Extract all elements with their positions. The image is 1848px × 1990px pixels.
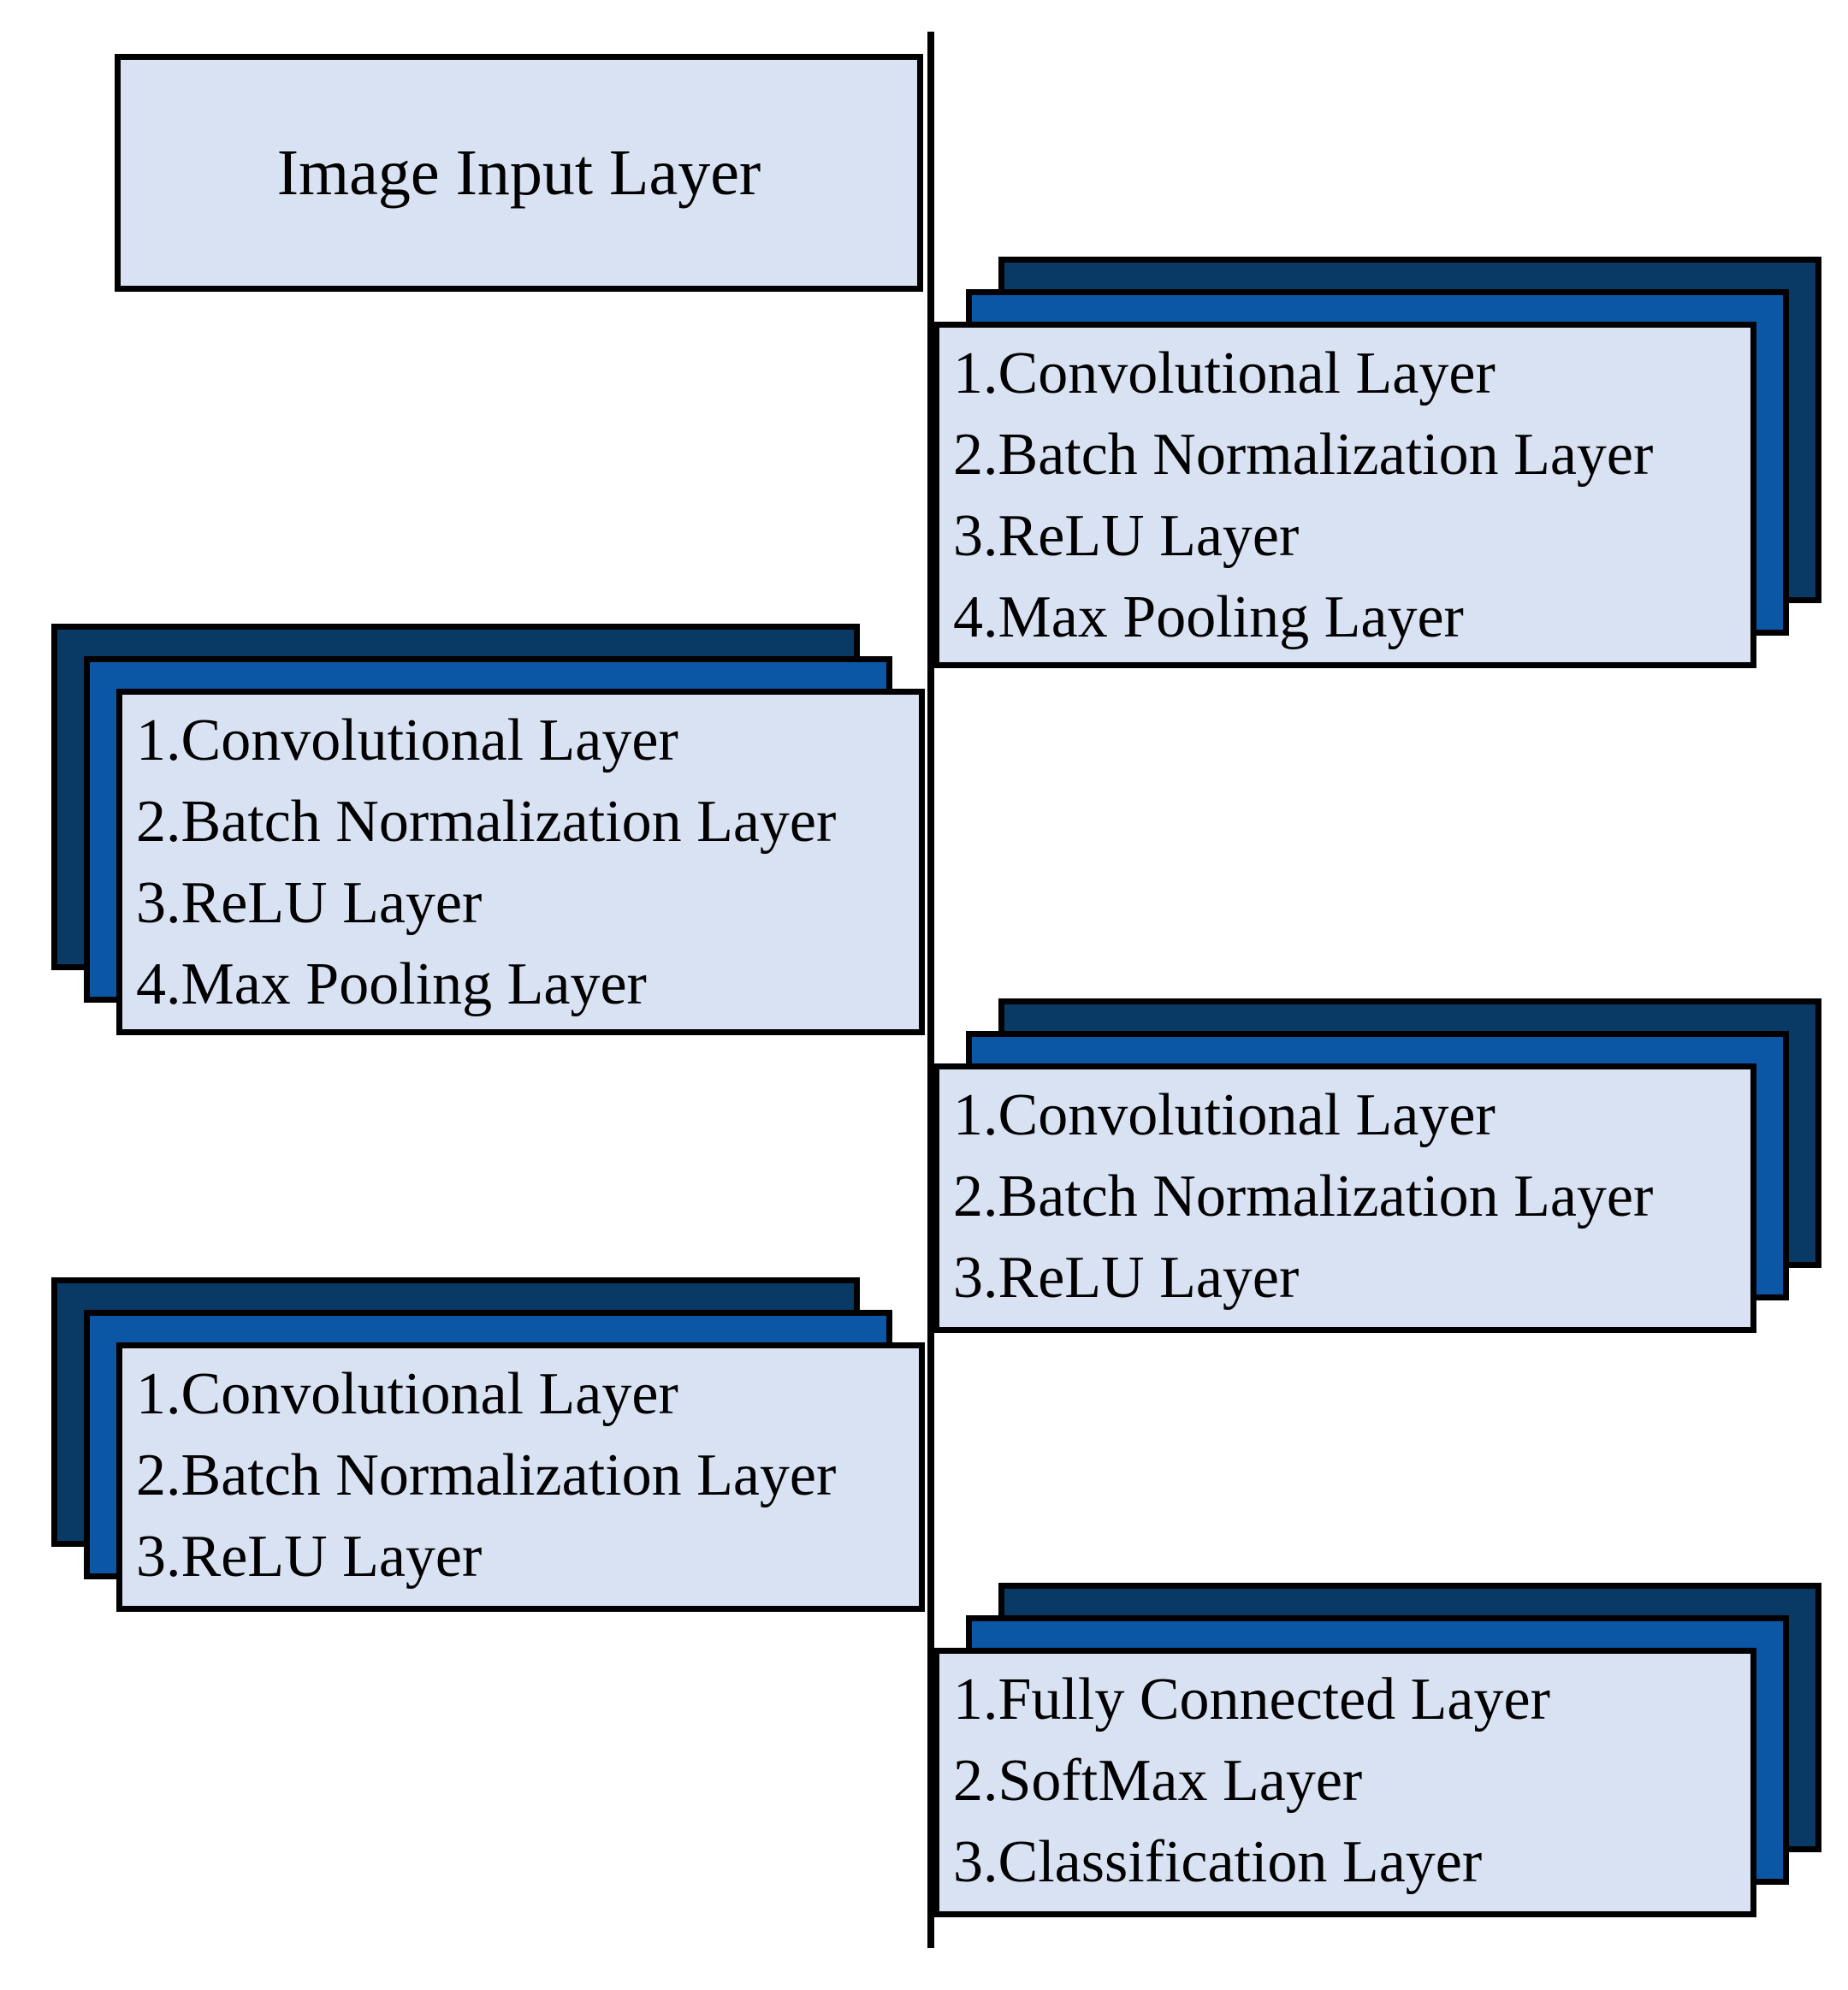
conv-block-2-front-card: 1.Convolutional Layer 2.Batch Normalizat… xyxy=(116,689,925,1035)
output-block-lines: 1.Fully Connected Layer 2.SoftMax Layer … xyxy=(939,1654,1750,1903)
layer-line: 2.Batch Normalization Layer xyxy=(953,422,1654,488)
conv-block-3-lines: 1.Convolutional Layer 2.Batch Normalizat… xyxy=(939,1069,1750,1318)
layer-line: 3.ReLU Layer xyxy=(953,1245,1300,1311)
conv-block-2-lines: 1.Convolutional Layer 2.Batch Normalizat… xyxy=(122,695,919,1025)
layer-line: 2.Batch Normalization Layer xyxy=(136,789,837,855)
center-divider-line xyxy=(927,32,934,1948)
layer-line: 1.Convolutional Layer xyxy=(953,341,1496,406)
image-input-layer-label: Image Input Layer xyxy=(276,136,761,209)
output-block-front-card: 1.Fully Connected Layer 2.SoftMax Layer … xyxy=(933,1648,1756,1917)
conv-block-3-front-card: 1.Convolutional Layer 2.Batch Normalizat… xyxy=(933,1063,1756,1333)
conv-block-1-lines: 1.Convolutional Layer 2.Batch Normalizat… xyxy=(939,328,1750,658)
conv-block-1-front-card: 1.Convolutional Layer 2.Batch Normalizat… xyxy=(933,322,1756,668)
layer-line: 1.Convolutional Layer xyxy=(136,1361,678,1427)
layer-line: 1.Fully Connected Layer xyxy=(953,1667,1550,1732)
layer-line: 3.Classification Layer xyxy=(953,1829,1483,1895)
conv-block-4-front-card: 1.Convolutional Layer 2.Batch Normalizat… xyxy=(116,1342,925,1612)
layer-line: 2.SoftMax Layer xyxy=(953,1748,1363,1814)
layer-line: 3.ReLU Layer xyxy=(136,1524,483,1590)
layer-line: 2.Batch Normalization Layer xyxy=(953,1164,1654,1229)
layer-line: 3.ReLU Layer xyxy=(136,870,483,936)
image-input-layer-box: Image Input Layer xyxy=(115,54,923,292)
layer-line: 3.ReLU Layer xyxy=(953,503,1300,569)
layer-line: 4.Max Pooling Layer xyxy=(953,584,1464,650)
conv-block-4-lines: 1.Convolutional Layer 2.Batch Normalizat… xyxy=(122,1348,919,1597)
layer-line: 4.Max Pooling Layer xyxy=(136,951,647,1017)
layer-line: 1.Convolutional Layer xyxy=(136,708,678,773)
layer-line: 1.Convolutional Layer xyxy=(953,1082,1496,1148)
layer-line: 2.Batch Normalization Layer xyxy=(136,1442,837,1508)
